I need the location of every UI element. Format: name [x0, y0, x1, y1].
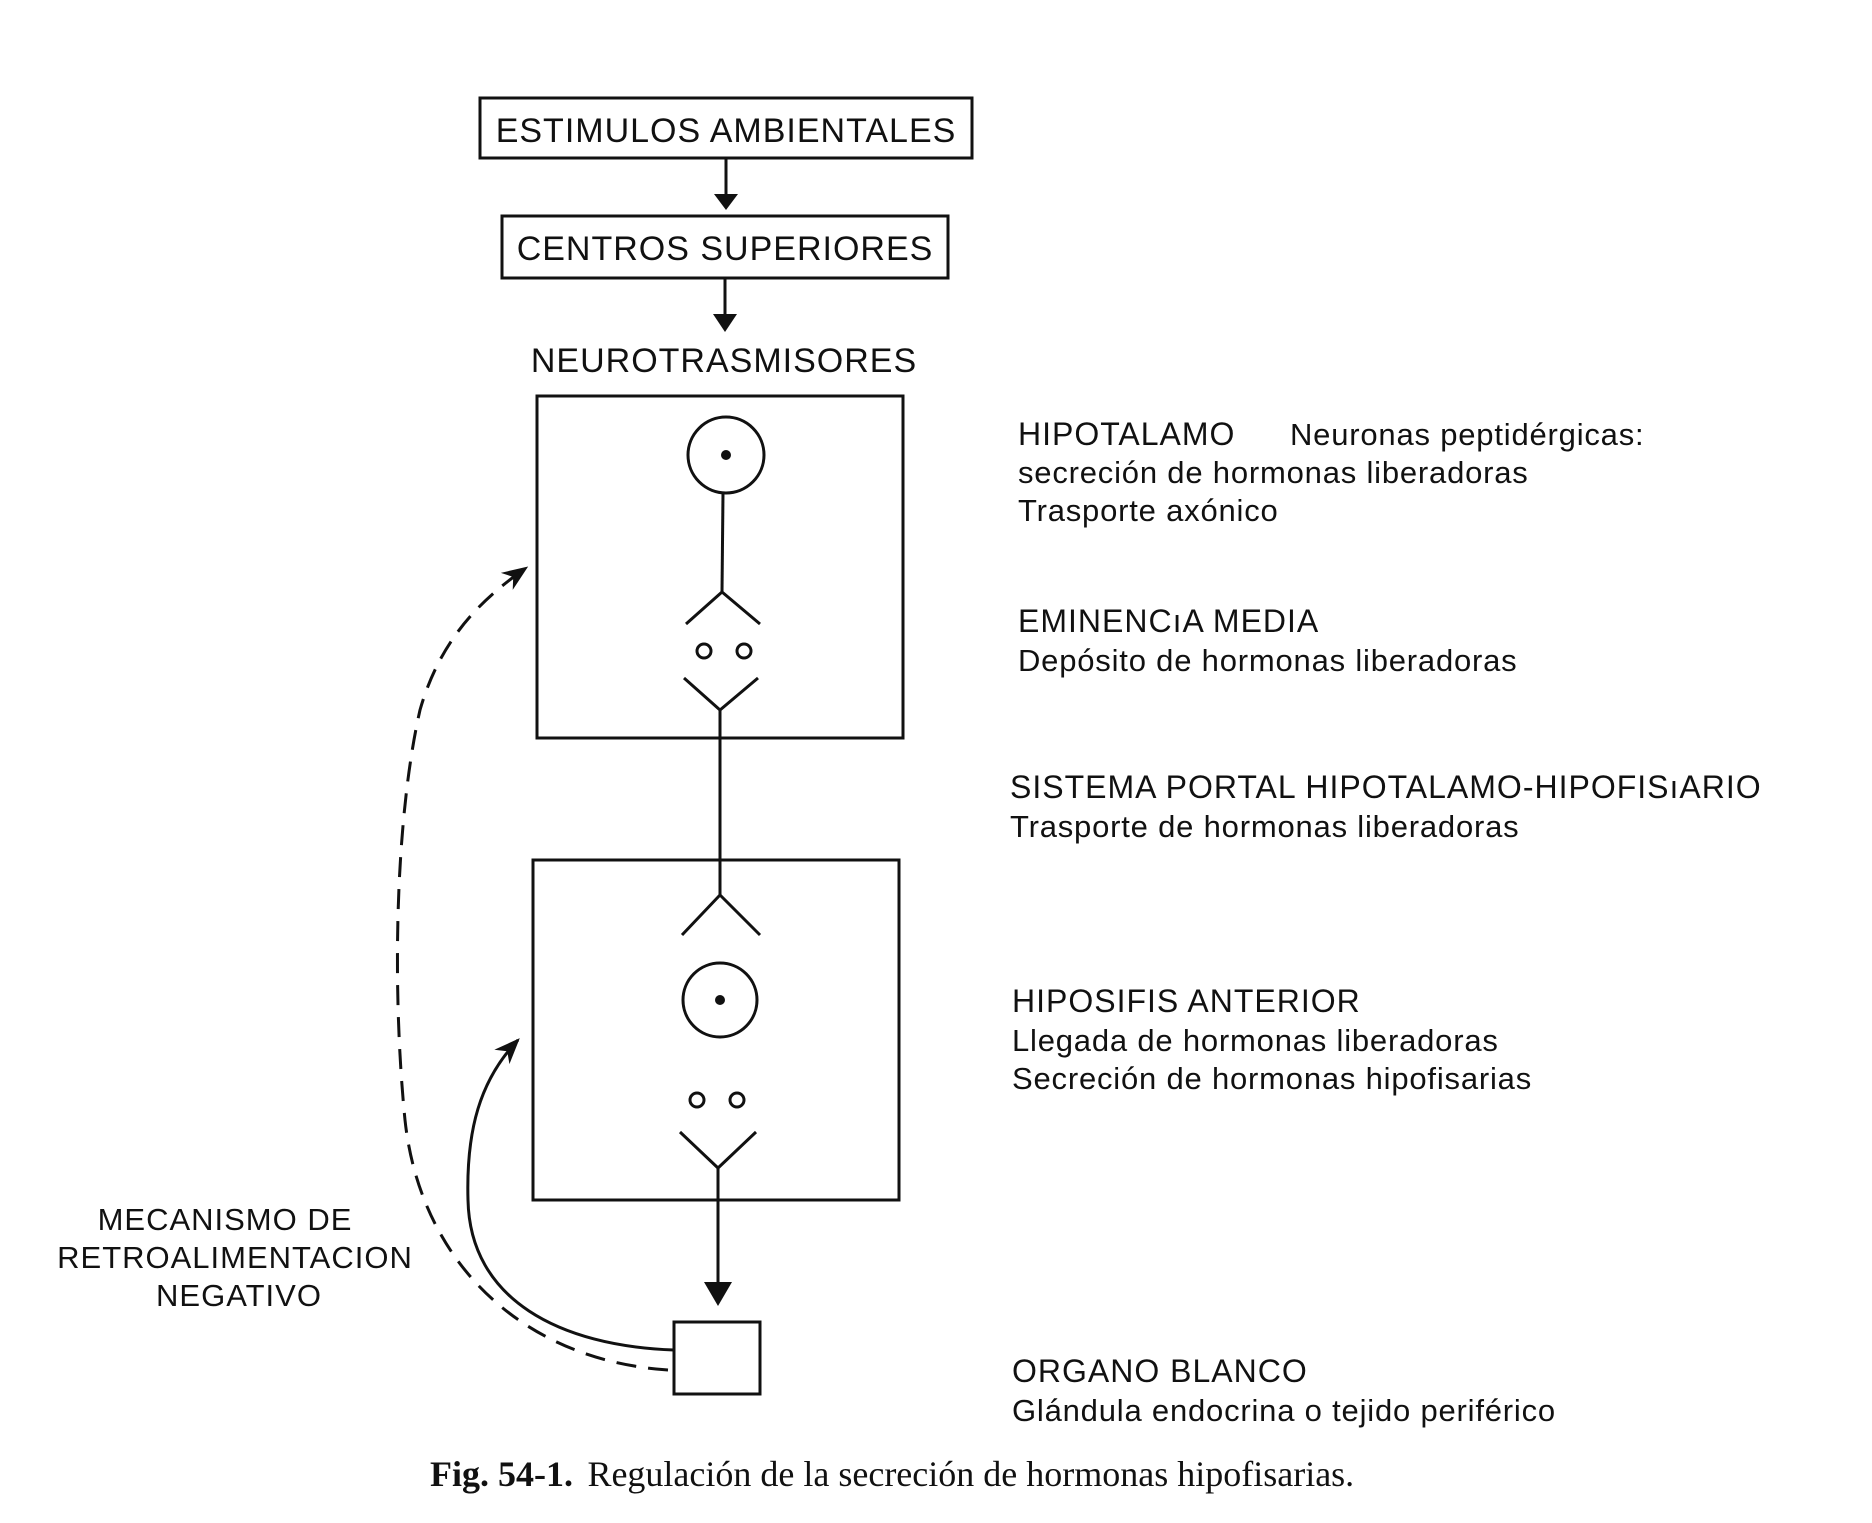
caption-label: Fig. 54-1. — [430, 1454, 573, 1494]
hipotalamo-axon-terminal — [685, 590, 761, 626]
portal-capillary-top — [683, 676, 759, 712]
arrowhead-to-organo — [704, 1282, 732, 1306]
organo-title: ORGANO BLANCO — [1012, 1353, 1308, 1389]
hipotalamo-title: HIPOTALAMO — [1018, 416, 1235, 452]
hipofisis-granule-left — [688, 1091, 706, 1109]
portal-capillary-bottom — [680, 892, 762, 937]
hipofisis-line-1: Llegada de hormonas liberadoras — [1012, 1023, 1499, 1058]
hipofisis-line-2: Secreción de hormonas hipofisarias — [1012, 1061, 1532, 1096]
feedback-arrow-hipofisis — [466, 1038, 675, 1352]
hipotalamo-line-1: secreción de hormonas liberadoras — [1018, 455, 1529, 490]
eminencia-granule-right — [735, 642, 753, 660]
feedback-label-line-1: MECANISMO DE — [98, 1202, 353, 1237]
estimulos-label: ESTIMULOS AMBIENTALES — [496, 112, 957, 150]
hipotalamo-axon — [720, 492, 725, 593]
arrowhead-centros-neuro — [713, 314, 737, 332]
hipotalamo-neuron-body — [686, 415, 766, 495]
hipofisis-cell-nucleus — [715, 995, 725, 1005]
centros-label: CENTROS SUPERIORES — [517, 230, 934, 268]
hipofisis-output-capillary — [678, 1130, 758, 1171]
annotation-organo: ORGANO BLANCO Glándula endocrina o tejid… — [1012, 1353, 1556, 1428]
hipotalamo-neuron-nucleus — [721, 450, 731, 460]
organo-box — [672, 1320, 762, 1396]
organo-line-1: Glándula endocrina o tejido periférico — [1012, 1393, 1556, 1428]
hipofisis-title: HIPOSIFIS ANTERIOR — [1012, 983, 1361, 1019]
sistema-portal-title: SISTEMA PORTAL HIPOTALAMO-HIPOFISıARIO — [1010, 769, 1762, 805]
hipofisis-cell-body — [681, 961, 759, 1039]
figure-caption: Fig. 54-1. Regulación de la secreción de… — [430, 1454, 1354, 1494]
eminencia-title: EMINENCıA MEDIA — [1018, 603, 1319, 639]
feedback-label-line-2: RETROALIMENTACION — [57, 1240, 413, 1275]
neurotrasmisores-label: NEUROTRASMISORES — [531, 342, 917, 380]
hipofisis-granule-right — [728, 1091, 746, 1109]
annotation-eminencia: EMINENCıA MEDIA Depósito de hormonas lib… — [1018, 603, 1518, 678]
hipofisis-box — [531, 858, 901, 1202]
hipotalamo-title-suffix: Neuronas peptidérgicas: — [1290, 417, 1644, 452]
annotation-sistema-portal: SISTEMA PORTAL HIPOTALAMO-HIPOFISıARIO T… — [1010, 769, 1762, 844]
eminencia-granule-left — [695, 642, 713, 660]
sistema-portal-line-1: Trasporte de hormonas liberadoras — [1010, 809, 1519, 844]
caption-text: Regulación de la secreción de hormonas h… — [587, 1454, 1354, 1494]
feedback-arrow-hipotalamo — [395, 566, 669, 1372]
arrowhead-estimulos-centros — [714, 194, 738, 210]
hipotalamo-box — [535, 394, 905, 740]
annotation-hipotalamo: HIPOTALAMO Neuronas peptidérgicas: secre… — [1018, 416, 1644, 528]
feedback-label-line-3: NEGATIVO — [156, 1278, 322, 1313]
eminencia-line-1: Depósito de hormonas liberadoras — [1018, 643, 1518, 678]
annotation-hipofisis: HIPOSIFIS ANTERIOR Llegada de hormonas l… — [1012, 983, 1532, 1096]
hipotalamo-line-2: Trasporte axónico — [1018, 493, 1279, 528]
